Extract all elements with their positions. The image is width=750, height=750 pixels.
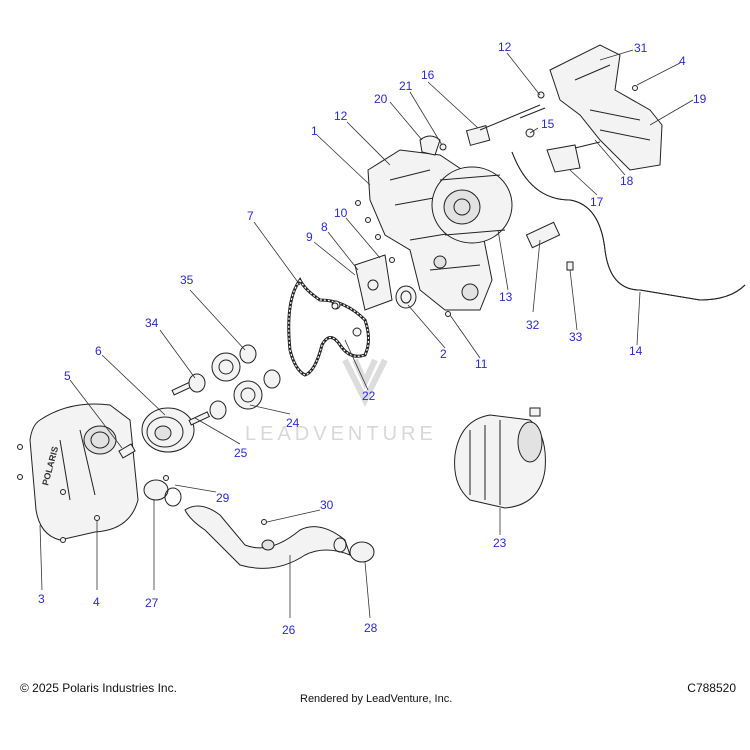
callout-12-housing[interactable]: 12	[334, 109, 348, 123]
callout-33[interactable]: 33	[569, 330, 583, 344]
callout-26[interactable]: 26	[282, 623, 296, 637]
coolant-hose[interactable]	[511, 151, 746, 301]
callout-8[interactable]: 8	[321, 220, 328, 234]
callout-14[interactable]: 14	[629, 344, 643, 358]
long-bolts[interactable]	[479, 91, 546, 131]
timing-bracket[interactable]	[354, 254, 393, 311]
callout-22[interactable]: 22	[362, 389, 376, 403]
callout-11[interactable]: 11	[475, 357, 488, 371]
crank-bolt[interactable]	[118, 443, 136, 459]
callout-32[interactable]: 32	[526, 318, 540, 332]
oil-seal[interactable]	[395, 285, 417, 309]
hose-clamps[interactable]	[143, 475, 375, 563]
callout-20[interactable]: 20	[374, 92, 388, 106]
callout-7[interactable]: 7	[247, 209, 254, 223]
front-cover[interactable]: POLARIS	[17, 403, 139, 543]
hose-bracket[interactable]	[525, 128, 601, 173]
callout-15[interactable]: 15	[541, 117, 555, 131]
callout-12-bolt[interactable]: 12	[498, 40, 512, 54]
callout-1[interactable]: 1	[311, 124, 318, 138]
idler-pulleys[interactable]	[171, 344, 281, 426]
callout-21[interactable]: 21	[399, 79, 413, 93]
callout-34[interactable]: 34	[145, 316, 159, 330]
intake-tube[interactable]	[184, 505, 351, 569]
leader-lines	[39, 49, 694, 619]
callout-16[interactable]: 16	[421, 68, 435, 82]
callout-13[interactable]: 13	[499, 290, 513, 304]
callout-5[interactable]: 5	[64, 369, 71, 383]
callout-2[interactable]: 2	[440, 347, 447, 361]
rendered-by-text: Rendered by LeadVenture, Inc.	[300, 693, 453, 705]
belt-bolt[interactable]	[331, 302, 339, 310]
callout-4-lower[interactable]: 4	[93, 595, 100, 609]
crank-pulley[interactable]	[141, 407, 195, 453]
callout-17[interactable]: 17	[590, 195, 604, 209]
lower-bracket[interactable]	[525, 221, 574, 271]
callout-27[interactable]: 27	[145, 596, 159, 610]
callout-3[interactable]: 3	[38, 592, 45, 606]
copyright-text: © 2025 Polaris Industries Inc.	[20, 681, 177, 695]
callout-35[interactable]: 35	[180, 273, 194, 287]
callout-6[interactable]: 6	[95, 344, 102, 358]
heat-shield[interactable]	[549, 44, 663, 171]
callout-10[interactable]: 10	[334, 206, 348, 220]
upper-brackets[interactable]	[419, 125, 491, 156]
callout-numbers: 1 2 3 4 4 5 6 7 8 9 10 11 12 12 13 14 15…	[38, 40, 707, 637]
watermark: LEADVENTURE	[245, 358, 437, 445]
callout-24[interactable]: 24	[286, 416, 300, 430]
watermark-text: LEADVENTURE	[245, 423, 437, 445]
callout-29[interactable]: 29	[216, 491, 230, 505]
callout-4-upper[interactable]: 4	[679, 54, 686, 68]
callout-31[interactable]: 31	[634, 41, 648, 55]
callout-30[interactable]: 30	[320, 498, 334, 512]
callout-18[interactable]: 18	[620, 174, 634, 188]
ac-compressor[interactable]	[454, 407, 546, 509]
drawing-code: C788520	[687, 681, 736, 695]
alternator[interactable]	[431, 166, 513, 244]
callout-9[interactable]: 9	[306, 230, 313, 244]
callout-23[interactable]: 23	[493, 536, 507, 550]
callout-25[interactable]: 25	[234, 446, 248, 460]
callout-28[interactable]: 28	[364, 621, 378, 635]
callout-19[interactable]: 19	[693, 92, 707, 106]
